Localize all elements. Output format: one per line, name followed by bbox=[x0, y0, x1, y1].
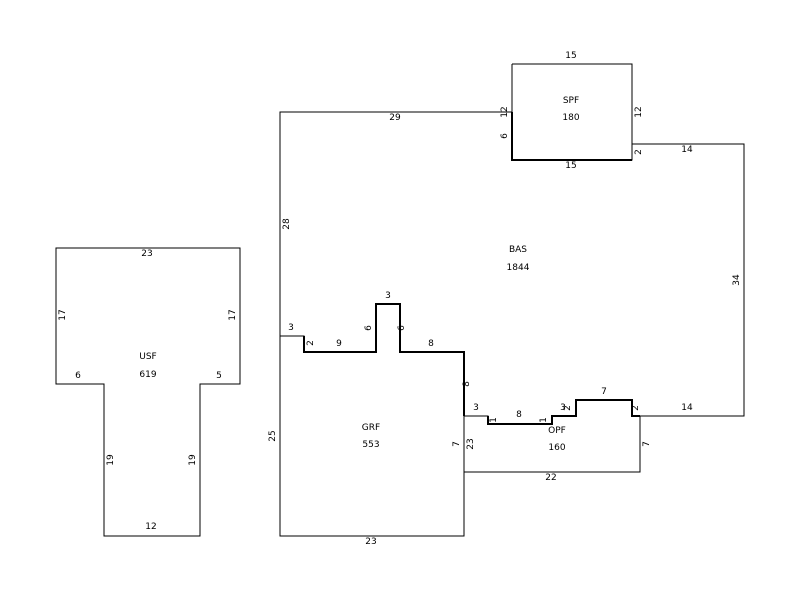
bas-dim-step-2-right: 2 bbox=[631, 405, 641, 411]
bas-dim-step-1-left: 1 bbox=[489, 417, 499, 423]
spf-dim-bottom: 15 bbox=[565, 161, 576, 171]
spf-code: SPF bbox=[563, 96, 579, 106]
spf-dim-right: 12 bbox=[634, 106, 644, 117]
spf-outline bbox=[512, 63, 633, 160]
bas-dim-run-8: 8 bbox=[428, 339, 434, 349]
opf-area: 23 22 7 OPF 160 bbox=[464, 416, 652, 483]
opf-dim-bottom: 22 bbox=[545, 473, 556, 483]
grf-code: GRF bbox=[362, 423, 380, 433]
grf-dim-right-lower: 23 bbox=[466, 438, 476, 449]
usf-outline bbox=[55, 247, 241, 537]
usf-dim-right: 17 bbox=[228, 309, 238, 320]
usf-sqft: 619 bbox=[139, 370, 156, 380]
bas-dim-run-3b: 3 bbox=[560, 403, 566, 413]
usf-dim-step-right: 5 bbox=[216, 371, 222, 381]
bas-dim-right: 34 bbox=[732, 274, 742, 286]
grf-dim-bottom: 23 bbox=[365, 537, 376, 547]
usf-dim-stem-left: 19 bbox=[106, 454, 116, 466]
opf-code: OPF bbox=[548, 426, 566, 436]
spf-bas-boundary bbox=[511, 112, 632, 161]
opf-outline bbox=[464, 416, 641, 473]
grf-dim-right: 7 bbox=[452, 441, 462, 447]
usf-dim-step-left: 6 bbox=[75, 371, 81, 381]
usf-dim-stem-right: 19 bbox=[188, 454, 198, 466]
usf-code: USF bbox=[139, 352, 156, 362]
bas-dim-run-3: 3 bbox=[473, 403, 479, 413]
bas-dim-upper-right-top: 14 bbox=[681, 145, 693, 155]
bas-dim-run-7: 7 bbox=[601, 387, 607, 397]
usf-dim-left: 17 bbox=[58, 309, 68, 320]
bas-dim-notch-top: 3 bbox=[288, 323, 294, 333]
grf-sqft: 553 bbox=[362, 440, 379, 450]
bas-dim-notch-side: 2 bbox=[306, 340, 316, 346]
spf-dim-left-lower: 6 bbox=[500, 133, 510, 139]
bas-dim-run-9: 9 bbox=[336, 339, 342, 349]
spf-sqft: 180 bbox=[562, 113, 579, 123]
bas-dim-bump-top: 3 bbox=[385, 291, 391, 301]
spf-area: 15 15 12 12 6 2 SPF 180 bbox=[500, 51, 644, 171]
opf-sqft: 160 bbox=[548, 443, 565, 453]
bas-dim-bump-left: 6 bbox=[364, 325, 374, 331]
bas-dim-drop-8: 8 bbox=[462, 381, 472, 387]
bas-grf-boundary bbox=[303, 303, 465, 416]
bas-dim-lower-right: 14 bbox=[681, 403, 693, 413]
usf-area: 23 17 17 6 5 19 19 12 USF 619 bbox=[55, 247, 241, 537]
usf-dim-bottom: 12 bbox=[145, 522, 156, 532]
bas-dim-step-1-right: 1 bbox=[539, 417, 549, 423]
bas-dim-run-8b: 8 bbox=[516, 410, 522, 420]
spf-dim-right-lower: 2 bbox=[634, 149, 644, 155]
grf-dim-left: 25 bbox=[268, 430, 278, 441]
bas-code: BAS bbox=[509, 245, 527, 255]
spf-dim-top: 15 bbox=[565, 51, 576, 61]
opf-dim-right: 7 bbox=[642, 441, 652, 447]
bas-sqft: 1844 bbox=[507, 263, 530, 273]
bas-dim-top: 29 bbox=[389, 113, 401, 123]
bas-dim-left: 28 bbox=[282, 218, 292, 230]
grf-outline bbox=[279, 336, 465, 537]
bas-dim-step-2-left: 2 bbox=[563, 405, 573, 411]
bas-opf-boundary bbox=[487, 399, 640, 425]
grf-area: 25 23 7 GRF 553 bbox=[268, 336, 465, 547]
bas-area: 29 28 14 34 14 3 2 9 6 3 6 8 8 3 1 8 1 3… bbox=[279, 111, 745, 425]
bas-dim-bump-right: 6 bbox=[397, 325, 407, 331]
usf-dim-top: 23 bbox=[141, 249, 152, 259]
spf-dim-left: 12 bbox=[500, 106, 510, 117]
